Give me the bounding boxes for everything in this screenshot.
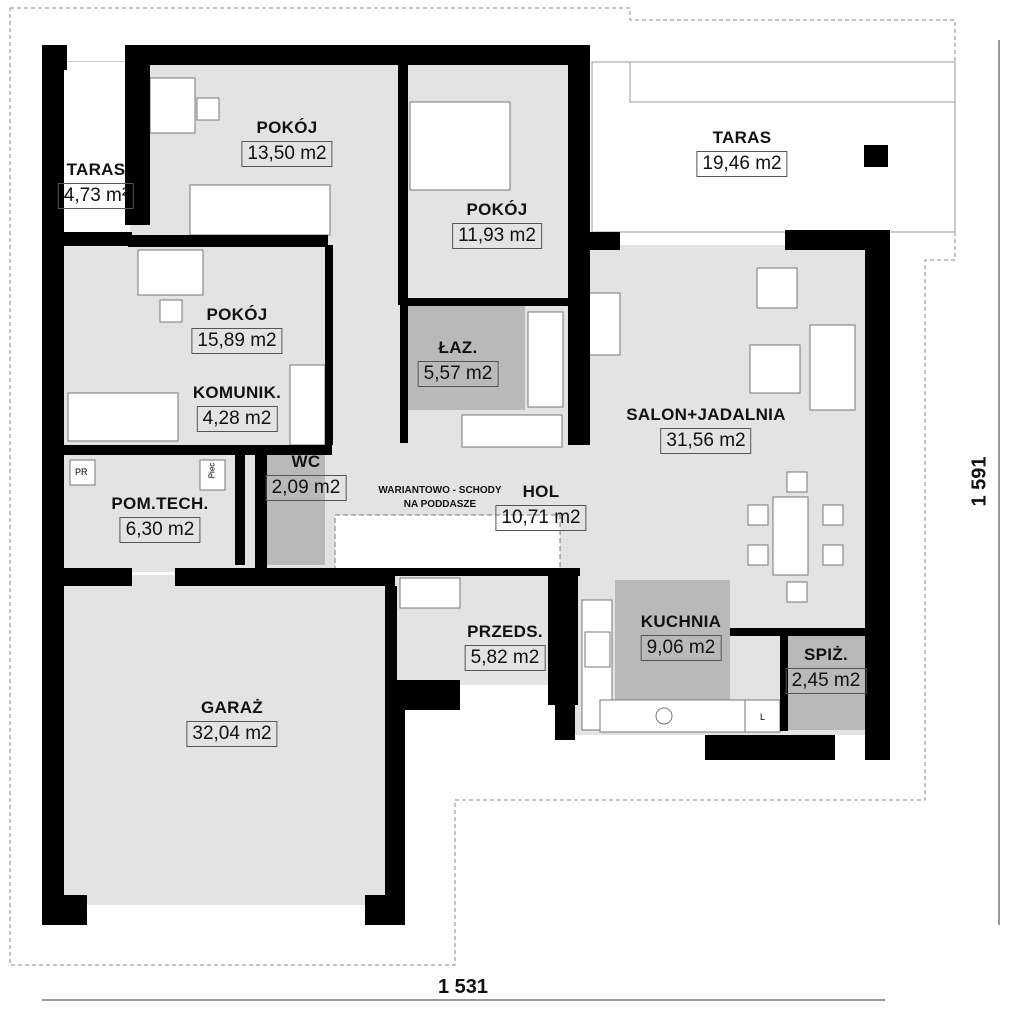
stairs-note-line-1: WARIANTOWO - SCHODY [378,485,502,496]
room-label-pokoj-2: POKÓJ 11,93 m2 [452,200,542,249]
room-area: 19,46 m2 [696,151,788,177]
room-label-komunik: KOMUNIK. 4,28 m2 [193,383,281,432]
room-name: POM.TECH. [111,494,209,513]
room-name: WC [291,452,321,471]
room-label-przeds: PRZEDS. 5,82 m2 [464,622,546,671]
room-name: TARAS [66,160,126,179]
room-name: POKÓJ [256,118,318,137]
room-area: 5,57 m2 [417,361,499,387]
room-name: POKÓJ [206,305,268,324]
room-name: SALON+JADALNIA [626,405,786,424]
pergola [629,61,956,103]
room-name: KUCHNIA [640,612,722,631]
laz-floor [405,305,525,410]
room-area: 6,30 m2 [119,517,201,543]
room-area: 31,56 m2 [660,428,752,454]
fridge-label: L [760,712,766,722]
column [864,145,888,167]
room-label-taras-large: TARAS 19,46 m2 [696,128,788,177]
room-area: 13,50 m2 [241,141,333,167]
taras-large-floor [591,61,956,233]
room-area: 10,71 m2 [495,505,587,531]
dimension-lines [42,40,1000,1001]
room-label-pokoj-3: POKÓJ 15,89 m2 [191,305,283,354]
wc-floor [265,455,325,565]
room-label-wc: WC 2,09 m2 [265,452,347,501]
room-label-taras-small: TARAS 4,73 m² [57,160,135,209]
room-label-garaz: GARAŻ 32,04 m2 [186,698,278,747]
room-name: POKÓJ [466,200,528,219]
room-area: 32,04 m2 [186,721,278,747]
room-name: HOL [522,482,560,501]
kuchnia-floor [615,580,730,700]
dimension-height: 1 591 [968,456,991,507]
roof-outline [9,7,956,966]
floor-garage [62,575,387,905]
room-area: 15,89 m2 [191,328,283,354]
room-label-laz: ŁAZ. 5,57 m2 [417,338,499,387]
furnace-label: Piec [207,462,217,479]
room-label-salon: SALON+JADALNIA 31,56 m2 [626,405,786,454]
room-label-pom-tech: POM.TECH. 6,30 m2 [111,494,208,543]
room-area: 2,09 m2 [265,475,347,501]
room-name: PRZEDS. [467,622,543,641]
room-name: ŁAZ. [438,338,478,357]
stairs-note-line-2: NA PODDASZE [403,499,477,510]
taras-small-white [62,62,130,240]
pr-fixture-label: PR [75,467,88,477]
dimension-width: 1 531 [438,976,489,998]
room-area: 11,93 m2 [452,223,542,249]
room-area: 4,28 m2 [196,406,278,432]
room-name: GARAŻ [201,698,263,717]
room-label-kuchnia: KUCHNIA 9,06 m2 [640,612,722,661]
room-name: TARAS [712,128,772,147]
room-area: 2,45 m2 [785,668,867,694]
room-name: KOMUNIK. [192,383,282,402]
room-area: 5,82 m2 [464,645,546,671]
room-area: 4,73 m² [57,183,135,209]
room-label-spiz: SPIŻ. 2,45 m2 [785,645,867,694]
walls [42,45,890,925]
room-label-hol: HOL 10,71 m2 [495,482,587,531]
room-area: 9,06 m2 [640,635,722,661]
room-label-pokoj-1: POKÓJ 13,50 m2 [241,118,333,167]
room-name: SPIŻ. [803,645,848,664]
spiz-floor [785,635,865,730]
stairs-note: WARIANTOWO - SCHODY NA PODDASZE [378,484,501,512]
